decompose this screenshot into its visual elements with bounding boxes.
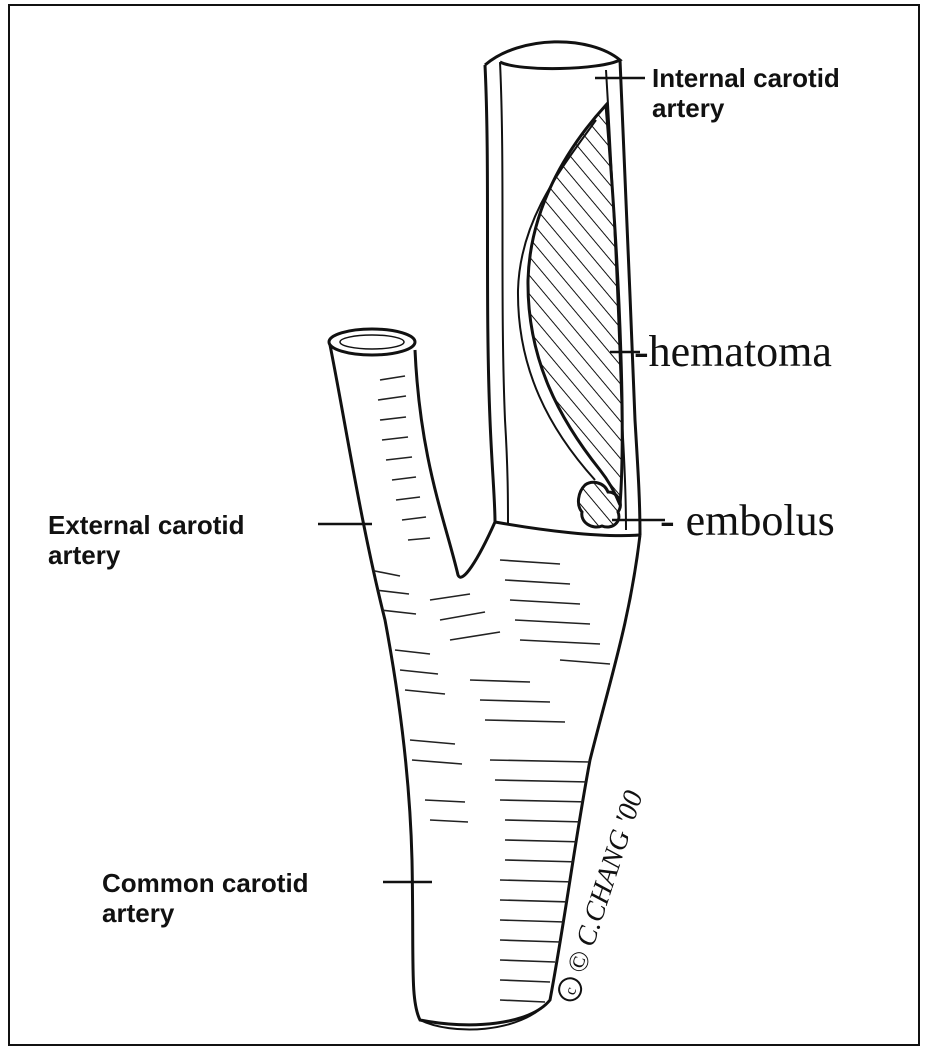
label-common-carotid-line1: Common carotid (102, 868, 309, 898)
label-internal-carotid: Internal carotid artery (652, 63, 840, 123)
label-internal-carotid-line1: Internal carotid (652, 63, 840, 93)
label-internal-carotid-line2: artery (652, 93, 840, 123)
label-common-carotid: Common carotid artery (102, 868, 309, 928)
hematoma-shape (518, 105, 622, 505)
label-external-carotid-line1: External carotid (48, 510, 245, 540)
svg-text:c: c (562, 985, 580, 997)
label-external-carotid: External carotid artery (48, 510, 245, 570)
label-common-carotid-line2: artery (102, 898, 309, 928)
label-external-carotid-line2: artery (48, 540, 245, 570)
vessel-shading (370, 376, 610, 1002)
external-carotid-opening (329, 329, 415, 355)
signature-text: © C.CHANG '00 (561, 787, 649, 977)
label-embolus: - embolus (660, 497, 835, 545)
label-hematoma: -hematoma (634, 328, 832, 376)
